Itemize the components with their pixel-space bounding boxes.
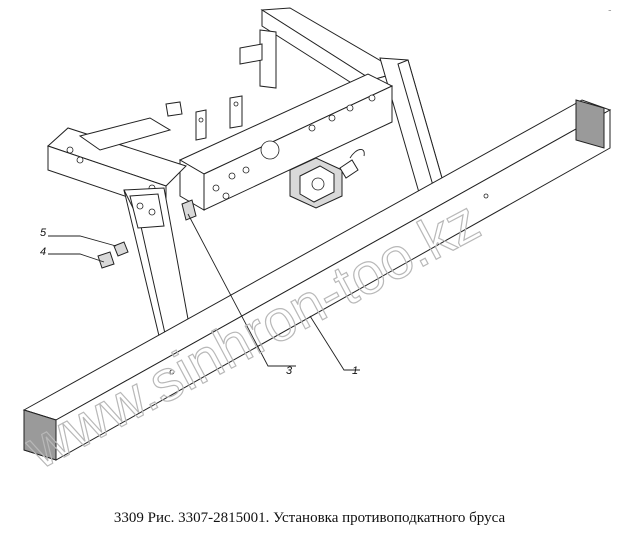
nut-parts xyxy=(97,241,129,269)
callout-4: 4 xyxy=(40,246,46,258)
underrun-bar xyxy=(22,99,612,461)
callout-3: 3 xyxy=(286,365,293,377)
figure-caption: 3309 Рис. 3307-2815001. Установка против… xyxy=(113,510,506,526)
frame-upright-post xyxy=(239,29,277,89)
leader-lines xyxy=(48,213,360,371)
frame-crossbeam xyxy=(178,73,394,211)
vertical-bracket xyxy=(123,187,197,341)
callout-5: 5 xyxy=(40,227,47,239)
mounting-plates xyxy=(165,95,243,141)
callout-1: 1 xyxy=(352,365,358,377)
corner-mark: ـ xyxy=(608,4,611,13)
frame-right-leg xyxy=(379,57,447,197)
watermark-text: www.sinhron-too.kz xyxy=(15,188,490,482)
tow-hook xyxy=(289,149,365,209)
